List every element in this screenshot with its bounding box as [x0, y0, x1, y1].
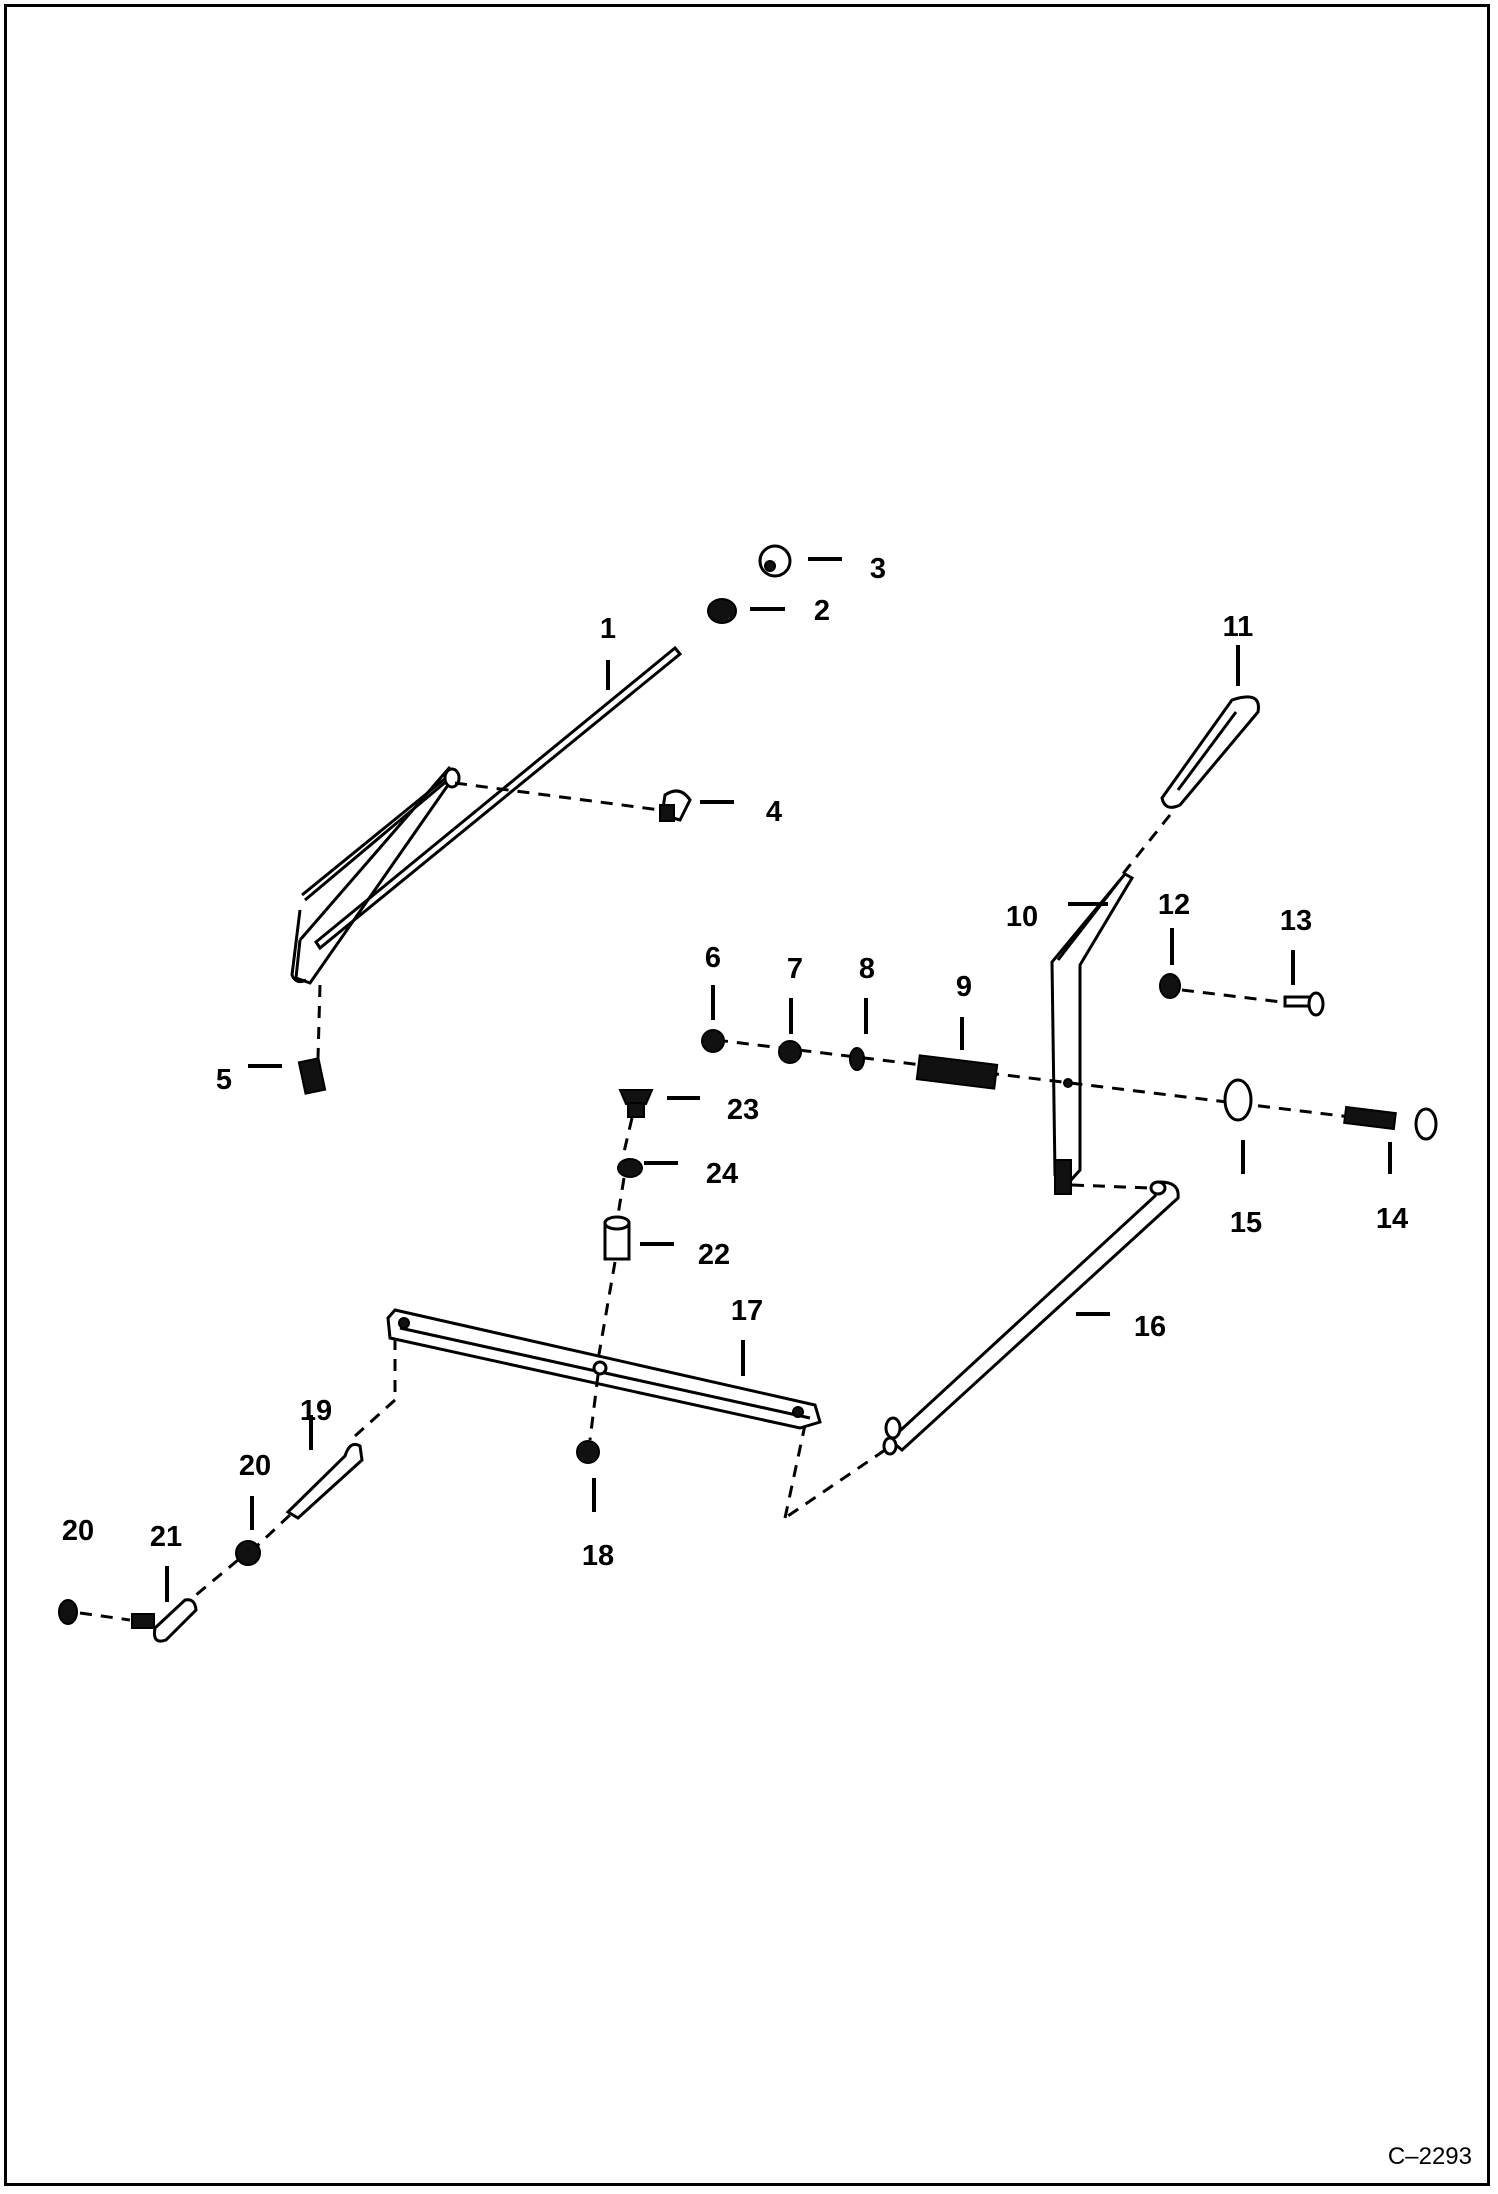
leader-lines	[165, 557, 1392, 1602]
callout-3: 3	[870, 553, 886, 585]
callout-4: 4	[766, 796, 782, 828]
dash-20-21-lower	[79, 1611, 131, 1622]
part-9-spring	[915, 1054, 999, 1090]
part-16-rod	[882, 1180, 1180, 1456]
callout-16: 16	[1134, 1311, 1166, 1343]
callout-21: 21	[150, 1521, 182, 1553]
part-7-washer	[778, 1040, 802, 1064]
dash-17-18	[588, 1374, 600, 1441]
part-20-nut-upper	[235, 1540, 261, 1566]
part-13-bolt	[1283, 991, 1325, 1017]
part-22-spacer	[603, 1215, 631, 1261]
part-21-pin	[131, 1598, 198, 1643]
callout-20-lower: 20	[62, 1515, 94, 1547]
callout-11: 11	[1223, 611, 1254, 643]
callout-1: 1	[600, 613, 616, 645]
callout-7: 7	[787, 953, 803, 985]
part-23-fitting	[618, 1089, 654, 1118]
dash-12-13	[1181, 988, 1291, 1005]
part-15-washer	[1223, 1078, 1253, 1122]
dash-20-21	[189, 1558, 239, 1602]
part-12-nut	[1159, 973, 1181, 999]
dash-23-24	[622, 1117, 634, 1153]
part-3-washer	[758, 544, 792, 578]
callout-14: 14	[1376, 1203, 1408, 1235]
dash-19-20	[256, 1513, 292, 1547]
part-14-bolt	[1343, 1105, 1438, 1141]
dash-17-19b	[353, 1398, 397, 1438]
callout-labels: 1 2 3 4 5 6 7 8 9 10 11 12 13 14 15 16 1…	[62, 553, 1408, 1572]
dash-24-22	[616, 1177, 626, 1216]
dash-22-17	[596, 1261, 617, 1361]
part-10-lever	[1050, 872, 1135, 1195]
callout-22: 22	[698, 1239, 730, 1271]
callout-6: 6	[705, 942, 721, 974]
callout-19: 19	[300, 1395, 332, 1427]
part-24-washer	[617, 1158, 643, 1178]
dash-17-end	[783, 1424, 807, 1519]
part-20-nut-lower	[58, 1599, 78, 1625]
part-11-grip	[1160, 695, 1260, 809]
callout-5: 5	[216, 1064, 232, 1096]
callout-2: 2	[814, 595, 830, 627]
part-4-clip	[659, 789, 692, 822]
callout-18: 18	[582, 1540, 614, 1572]
part-17-link-bar	[386, 1308, 822, 1430]
drawing-reference: C–2293	[1388, 2143, 1472, 2170]
dash-16-17	[784, 1448, 886, 1520]
part-6-nut	[701, 1029, 725, 1053]
part-19-rod	[285, 1442, 364, 1520]
dash-11-10	[1120, 814, 1172, 876]
callout-12: 12	[1158, 889, 1190, 921]
dash-10-16	[1071, 1183, 1151, 1190]
callout-17: 17	[731, 1295, 763, 1327]
dash-1-5	[316, 984, 322, 1059]
part-8-washer	[849, 1047, 865, 1071]
callout-24: 24	[706, 1158, 738, 1190]
dash-1-4	[454, 781, 661, 812]
callout-8: 8	[859, 953, 875, 985]
part-5-spring	[297, 1057, 327, 1095]
callout-9: 9	[956, 971, 972, 1003]
callout-23: 23	[727, 1094, 759, 1126]
part-1-rod	[290, 645, 683, 985]
part-18-nut	[576, 1440, 600, 1464]
callout-20-upper: 20	[239, 1450, 271, 1482]
callout-10: 10	[1006, 901, 1038, 933]
part-2-bushing	[707, 598, 737, 624]
dash-axle	[715, 1038, 1401, 1125]
callout-15: 15	[1230, 1207, 1262, 1239]
callout-13: 13	[1280, 905, 1312, 937]
